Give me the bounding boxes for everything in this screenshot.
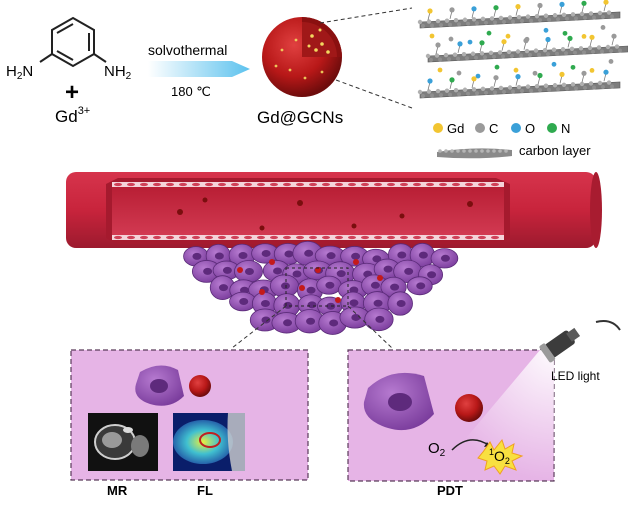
plus-sign: + (65, 79, 79, 106)
gd-gcn-nanoparticle-icon (262, 17, 342, 97)
tumor-cell (364, 307, 394, 332)
imaging-panel: MR FL (70, 349, 309, 498)
tumor-cell (209, 275, 236, 301)
legend-carbon-layer-swatch (437, 148, 512, 159)
legend-c-label: C (489, 121, 498, 136)
accumulated-nanoparticle (259, 289, 265, 295)
legend-n-dot (547, 123, 557, 133)
tumor-cell (314, 245, 346, 266)
amine-right-label: NH2 (104, 63, 132, 82)
imaging-nanoparticle (189, 375, 211, 397)
tumor-cell (234, 260, 263, 283)
fl-label: FL (197, 483, 213, 498)
pdt-nanoparticle (455, 394, 483, 422)
fl-image (173, 413, 245, 471)
tumor-cell (229, 291, 257, 312)
tumor-cell (339, 306, 371, 329)
reaction-arrow (148, 61, 250, 77)
zoom-line-left (231, 305, 287, 349)
accumulated-nanoparticle (377, 275, 383, 281)
accumulated-nanoparticle (335, 297, 341, 303)
legend-o-label: O (525, 121, 535, 136)
tumor-tissue (183, 240, 459, 335)
tumor-cell (393, 259, 423, 283)
oxygen-label: O2 (428, 440, 446, 459)
accumulated-nanoparticle (237, 267, 243, 273)
carbon-sheet (417, 69, 621, 99)
tumor-zoom-box (285, 267, 349, 307)
led-lamp-icon (539, 320, 621, 363)
tumor-cell (191, 260, 222, 283)
tumor-cell (387, 291, 413, 316)
carbon-sheet (425, 33, 628, 79)
pdt-label: PDT (437, 483, 463, 498)
carbon-sheet (417, 0, 621, 45)
product-label: Gd@GCNs (257, 108, 343, 127)
legend-c-dot (475, 123, 485, 133)
zoom-line-lower (335, 79, 413, 109)
legend-o-dot (511, 123, 521, 133)
benzene-ring (39, 16, 107, 68)
pdt-panel: O2 1O2 PDT (347, 349, 555, 498)
atom-legend: Gd C O N carbon layer (433, 121, 591, 159)
tumor-cell (316, 275, 342, 295)
tumor-cell (409, 242, 436, 268)
layered-structure-illustration (417, 0, 628, 99)
zoom-line-right (347, 305, 393, 349)
gd-ion-label: Gd3+ (55, 105, 90, 126)
condition-temperature: 180 ℃ (171, 84, 211, 99)
circulating-nanoparticles (177, 197, 473, 231)
led-light-label: LED light (551, 369, 600, 383)
accumulated-nanoparticle (269, 259, 275, 265)
tumor-cell (430, 248, 459, 269)
legend-gd-dot (433, 123, 443, 133)
singlet-oxygen-label: 1O2 (489, 447, 510, 466)
mr-label: MR (107, 483, 128, 498)
zoom-line-upper (319, 7, 413, 24)
legend-gd-label: Gd (447, 121, 464, 136)
blood-vessel (66, 172, 602, 248)
accumulated-nanoparticle (299, 285, 305, 291)
tumor-cell (406, 276, 433, 296)
led-light-beam (430, 350, 554, 481)
singlet-oxygen-burst-icon (477, 438, 524, 475)
tumor-cell (340, 246, 370, 267)
legend-n-label: N (561, 121, 570, 136)
vessel-lumen (112, 186, 504, 236)
amine-left-label: H2N (6, 63, 33, 82)
accumulated-nanoparticle (353, 259, 359, 265)
condition-solvothermal: solvothermal (148, 42, 227, 58)
mr-image (88, 413, 158, 471)
legend-carbon-layer-label: carbon layer (519, 143, 591, 158)
